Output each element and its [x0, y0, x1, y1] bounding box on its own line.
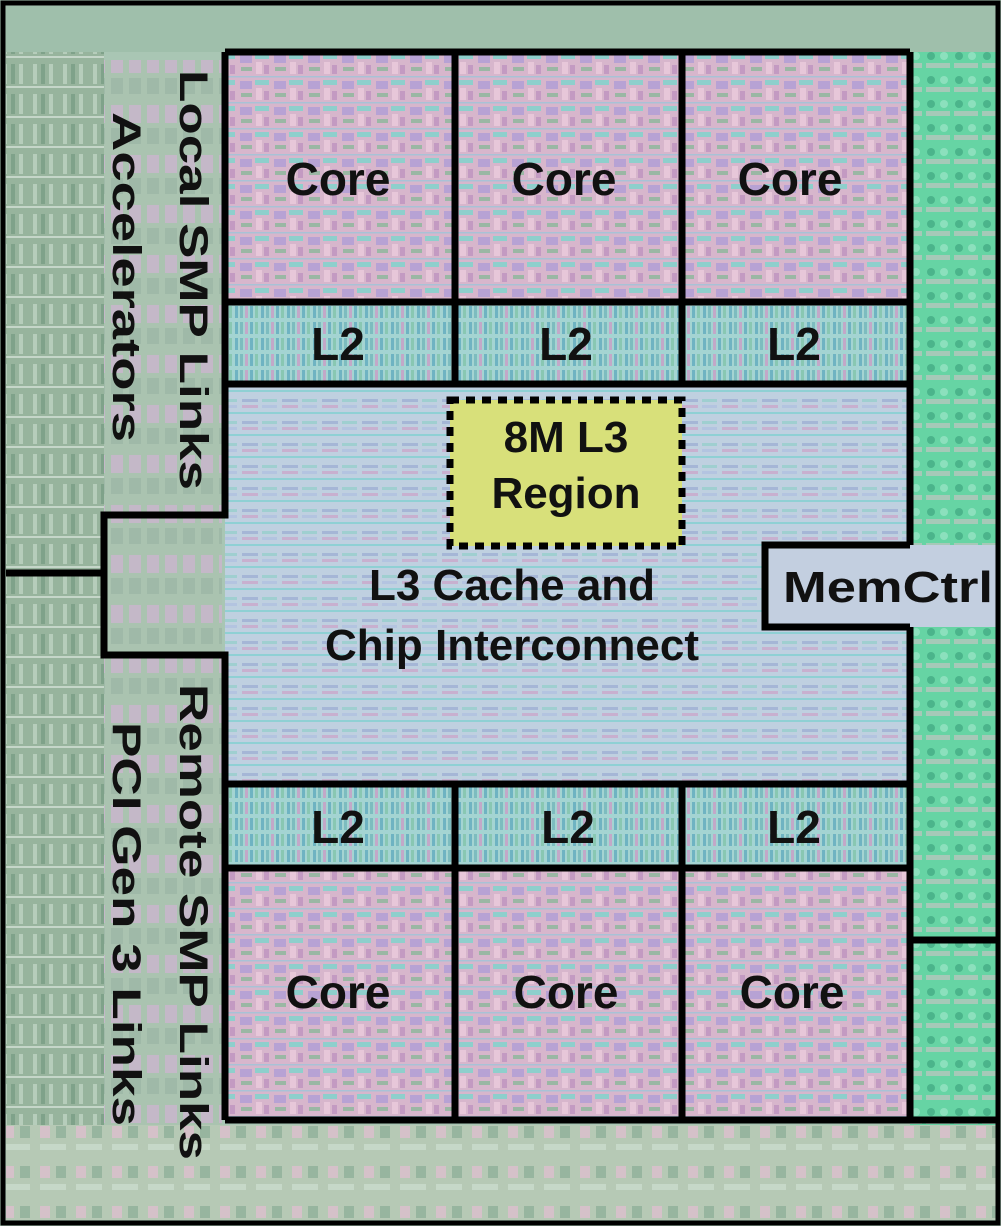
memctrl-label: MemCtrl	[783, 563, 993, 612]
local-smp-links-label: Local SMP Links	[171, 70, 215, 490]
core-label-bottom-right: Core	[740, 966, 845, 1018]
remote-smp-links-label: Remote SMP Links	[171, 684, 215, 1160]
core-label-top-left: Core	[286, 153, 391, 205]
core-label-bottom-center: Core	[514, 966, 619, 1018]
l2-label-bottom-right: L2	[767, 801, 821, 853]
top-io-strip	[6, 6, 996, 52]
l3-cache-label-line2: Chip Interconnect	[325, 621, 699, 670]
l2-label-bottom-center: L2	[541, 801, 595, 853]
core-label-top-right: Core	[738, 153, 843, 205]
l2-label-bottom-left: L2	[311, 801, 365, 853]
bottom-io-strip	[6, 1125, 996, 1220]
bottom-core-row	[225, 868, 910, 1118]
l3-region-dotted-border	[446, 396, 686, 550]
top-core-row	[225, 52, 910, 302]
l3-region-highlight	[450, 400, 682, 546]
memctrl-region	[765, 545, 997, 627]
l2-label-top-right: L2	[767, 318, 821, 370]
left-io-strip	[6, 20, 104, 1140]
accelerator-column	[104, 60, 222, 1140]
core-label-top-center: Core	[512, 153, 617, 205]
bottom-l2-row	[225, 784, 910, 868]
pci-gen3-links-label: PCI Gen 3 Links	[104, 722, 148, 1126]
l2-label-top-center: L2	[539, 318, 593, 370]
l3-region-label-line1: 8M L3	[504, 413, 629, 462]
core-label-bottom-left: Core	[286, 966, 391, 1018]
top-l2-row	[225, 302, 910, 384]
accelerators-label: Accelerators	[104, 112, 148, 442]
l3-cache-label-line1: L3 Cache and	[369, 561, 655, 610]
l3-region-label-line2: Region	[491, 469, 640, 518]
l2-label-top-left: L2	[311, 318, 365, 370]
